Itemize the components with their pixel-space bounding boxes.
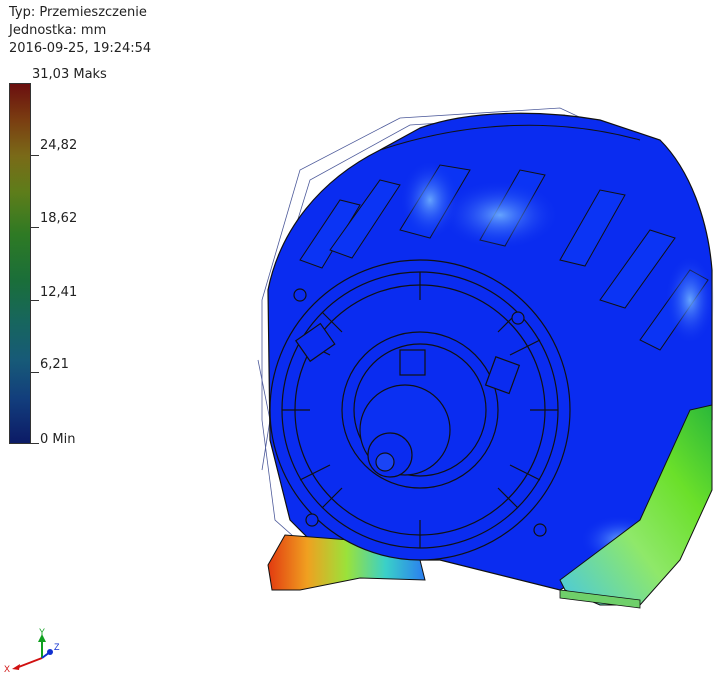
legend-color-bar [9,83,31,444]
x-axis-icon [15,657,43,669]
legend-tick [31,227,39,228]
result-info: Typ: Przemieszczenie Jednostka: mm 2016-… [9,4,151,58]
legend-min-label: 0 Min [40,432,76,447]
mounting-foot-left [267,534,426,591]
foot-edge [559,589,641,609]
color-legend: 31,03 Maks 24,82 18,62 12,41 6,21 0 Min [0,0,140,460]
axis-triad[interactable]: X Y Z [4,628,64,672]
y-arrow-icon [38,634,46,642]
legend-max-label: 31,03 Maks [32,67,107,82]
housing-edge [379,124,641,151]
y-axis-label: Y [39,628,45,637]
end-shield [269,259,571,561]
highlight [665,255,714,345]
result-unit-label: Jednostka: mm [9,23,107,38]
highlight [440,180,560,250]
result-timestamp: 2016-09-25, 19:24:54 [9,41,152,56]
z-axis-label: Z [54,642,60,652]
x-axis-label: X [4,664,10,672]
legend-tick [31,155,39,156]
legend-tick-label: 6,21 [40,357,69,372]
x-arrow-icon [12,664,20,670]
legend-tick-label: 12,41 [40,285,78,300]
highlight [400,160,460,240]
legend-tick [31,443,39,444]
result-type-label: Typ: Przemieszczenie [9,5,147,20]
legend-tick-label: 18,62 [40,211,78,226]
legend-tick [31,300,39,301]
legend-tick-label: 24,82 [40,138,78,153]
z-point-icon [47,649,53,655]
legend-tick [31,372,39,373]
